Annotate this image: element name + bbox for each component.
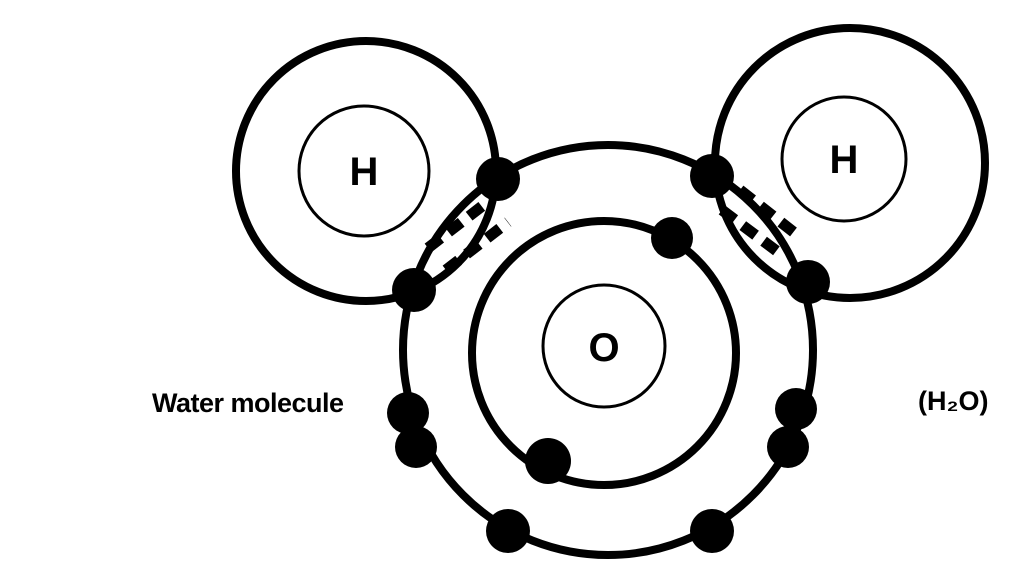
oxygen-outer-shell [399,141,817,559]
bond-dash-right-1 [718,205,782,257]
electron [525,438,571,484]
electron [651,217,693,259]
hydrogen-left-nucleus [297,104,431,238]
electron [392,268,436,312]
hydrogen-right-nucleus [780,95,908,223]
bond-dash-left-2 [442,217,512,275]
electron [690,509,734,553]
hydrogen-left-symbol: H [350,150,379,194]
electron [775,388,817,430]
molecule-formula-label: (H₂O) [918,386,989,416]
electron [486,509,530,553]
electron [395,426,437,468]
bond-dash-right-2 [736,185,800,239]
oxygen-symbol: O [588,326,619,370]
electron [387,392,429,434]
molecule-name-label: Water molecule [152,388,344,418]
electron [767,426,809,468]
electron [476,157,520,201]
electron [690,154,734,198]
bond-dash-left-1 [424,195,494,253]
oxygen-inner-shell [468,217,740,489]
hydrogen-right-symbol: H [830,138,859,182]
oxygen-nucleus [541,283,667,409]
electron [786,260,830,304]
